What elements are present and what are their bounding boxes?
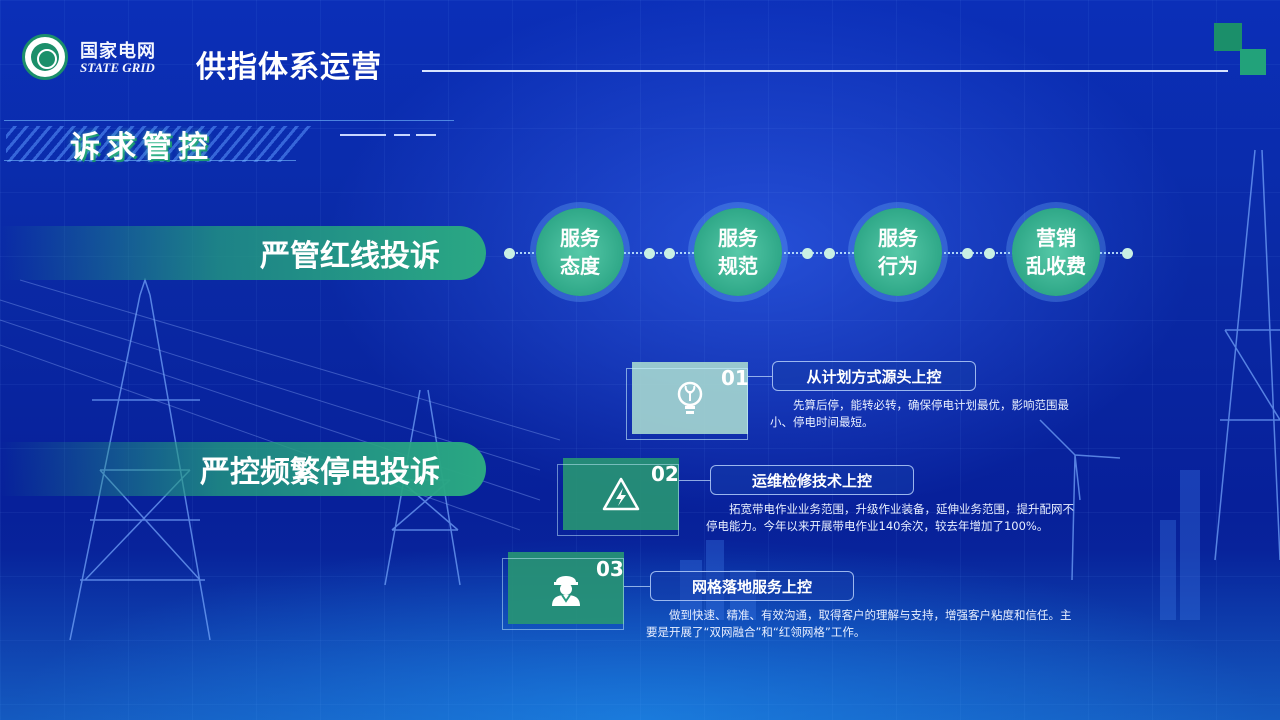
step-connector <box>624 586 650 587</box>
redline-item-illegal-charges: 营销乱收费 <box>1012 208 1100 296</box>
section-title-bar <box>6 126 316 162</box>
redline-item-line2: 规范 <box>718 254 758 278</box>
redline-item-line2: 行为 <box>878 254 918 278</box>
outage-complaint-label: 严控频繁停电投诉 <box>0 442 486 496</box>
redline-item-line1: 营销 <box>1036 226 1076 250</box>
corner-decoration <box>1240 49 1266 75</box>
step-number: 03 <box>596 557 624 581</box>
redline-item-service-norms: 服务规范 <box>694 208 782 296</box>
step-description: 拓宽带电作业业务范围，升级作业装备，延伸业务范围，提升配网不停电能力。今年以来开… <box>706 502 1074 533</box>
step-description: 先算后停，能转必转，确保停电计划最优，影响范围最小、停电时间最短。 <box>770 398 1069 429</box>
connector-dot <box>1122 248 1133 259</box>
step-title: 从计划方式源头上控 <box>772 361 976 391</box>
worker-icon <box>552 576 580 606</box>
state-grid-logo <box>22 34 68 80</box>
step-connector <box>679 480 711 481</box>
redline-item-service-behavior: 服务行为 <box>854 208 942 296</box>
step-title: 运维检修技术上控 <box>710 465 914 495</box>
connector-dot <box>664 248 675 259</box>
redline-item-line2: 态度 <box>560 254 600 278</box>
dotted-connector <box>504 252 1130 254</box>
connector-dot <box>644 248 655 259</box>
brand-name-cn: 国家电网 <box>80 41 156 62</box>
title-underline <box>422 70 1228 72</box>
connector-dot <box>962 248 973 259</box>
section-line <box>4 160 296 161</box>
redline-complaint-label: 严管红线投诉 <box>0 226 486 280</box>
step-card-02 <box>557 458 679 536</box>
lightbulb-icon <box>677 381 703 414</box>
section-dash-decoration <box>340 134 436 136</box>
brand-name-en: STATE GRID <box>80 60 155 75</box>
connector-dot <box>802 248 813 259</box>
step-description: 做到快速、精准、有效沟通，取得客户的理解与支持，增强客户粘度和信任。主要是开展了… <box>646 608 1072 639</box>
step-card-03 <box>502 552 624 630</box>
step-card-01 <box>626 362 748 440</box>
section-title: 诉求管控 <box>70 130 214 165</box>
redline-item-line2: 乱收费 <box>1026 254 1086 278</box>
redline-item-line1: 服务 <box>878 226 918 250</box>
connector-dot <box>504 248 515 259</box>
step-number: 01 <box>721 366 749 390</box>
redline-item-line1: 服务 <box>718 226 758 250</box>
step-connector <box>748 376 772 377</box>
connector-dot <box>824 248 835 259</box>
corner-decoration <box>1214 23 1242 51</box>
background-glow-floor <box>0 550 1280 720</box>
redline-item-line1: 服务 <box>560 226 600 250</box>
page-title: 供指体系运营 <box>196 50 382 85</box>
step-number: 02 <box>651 462 679 486</box>
section-line <box>4 120 454 121</box>
connector-dot <box>984 248 995 259</box>
lightning-warning-icon <box>602 477 640 511</box>
redline-item-service-attitude: 服务态度 <box>536 208 624 296</box>
step-title: 网格落地服务上控 <box>650 571 854 601</box>
